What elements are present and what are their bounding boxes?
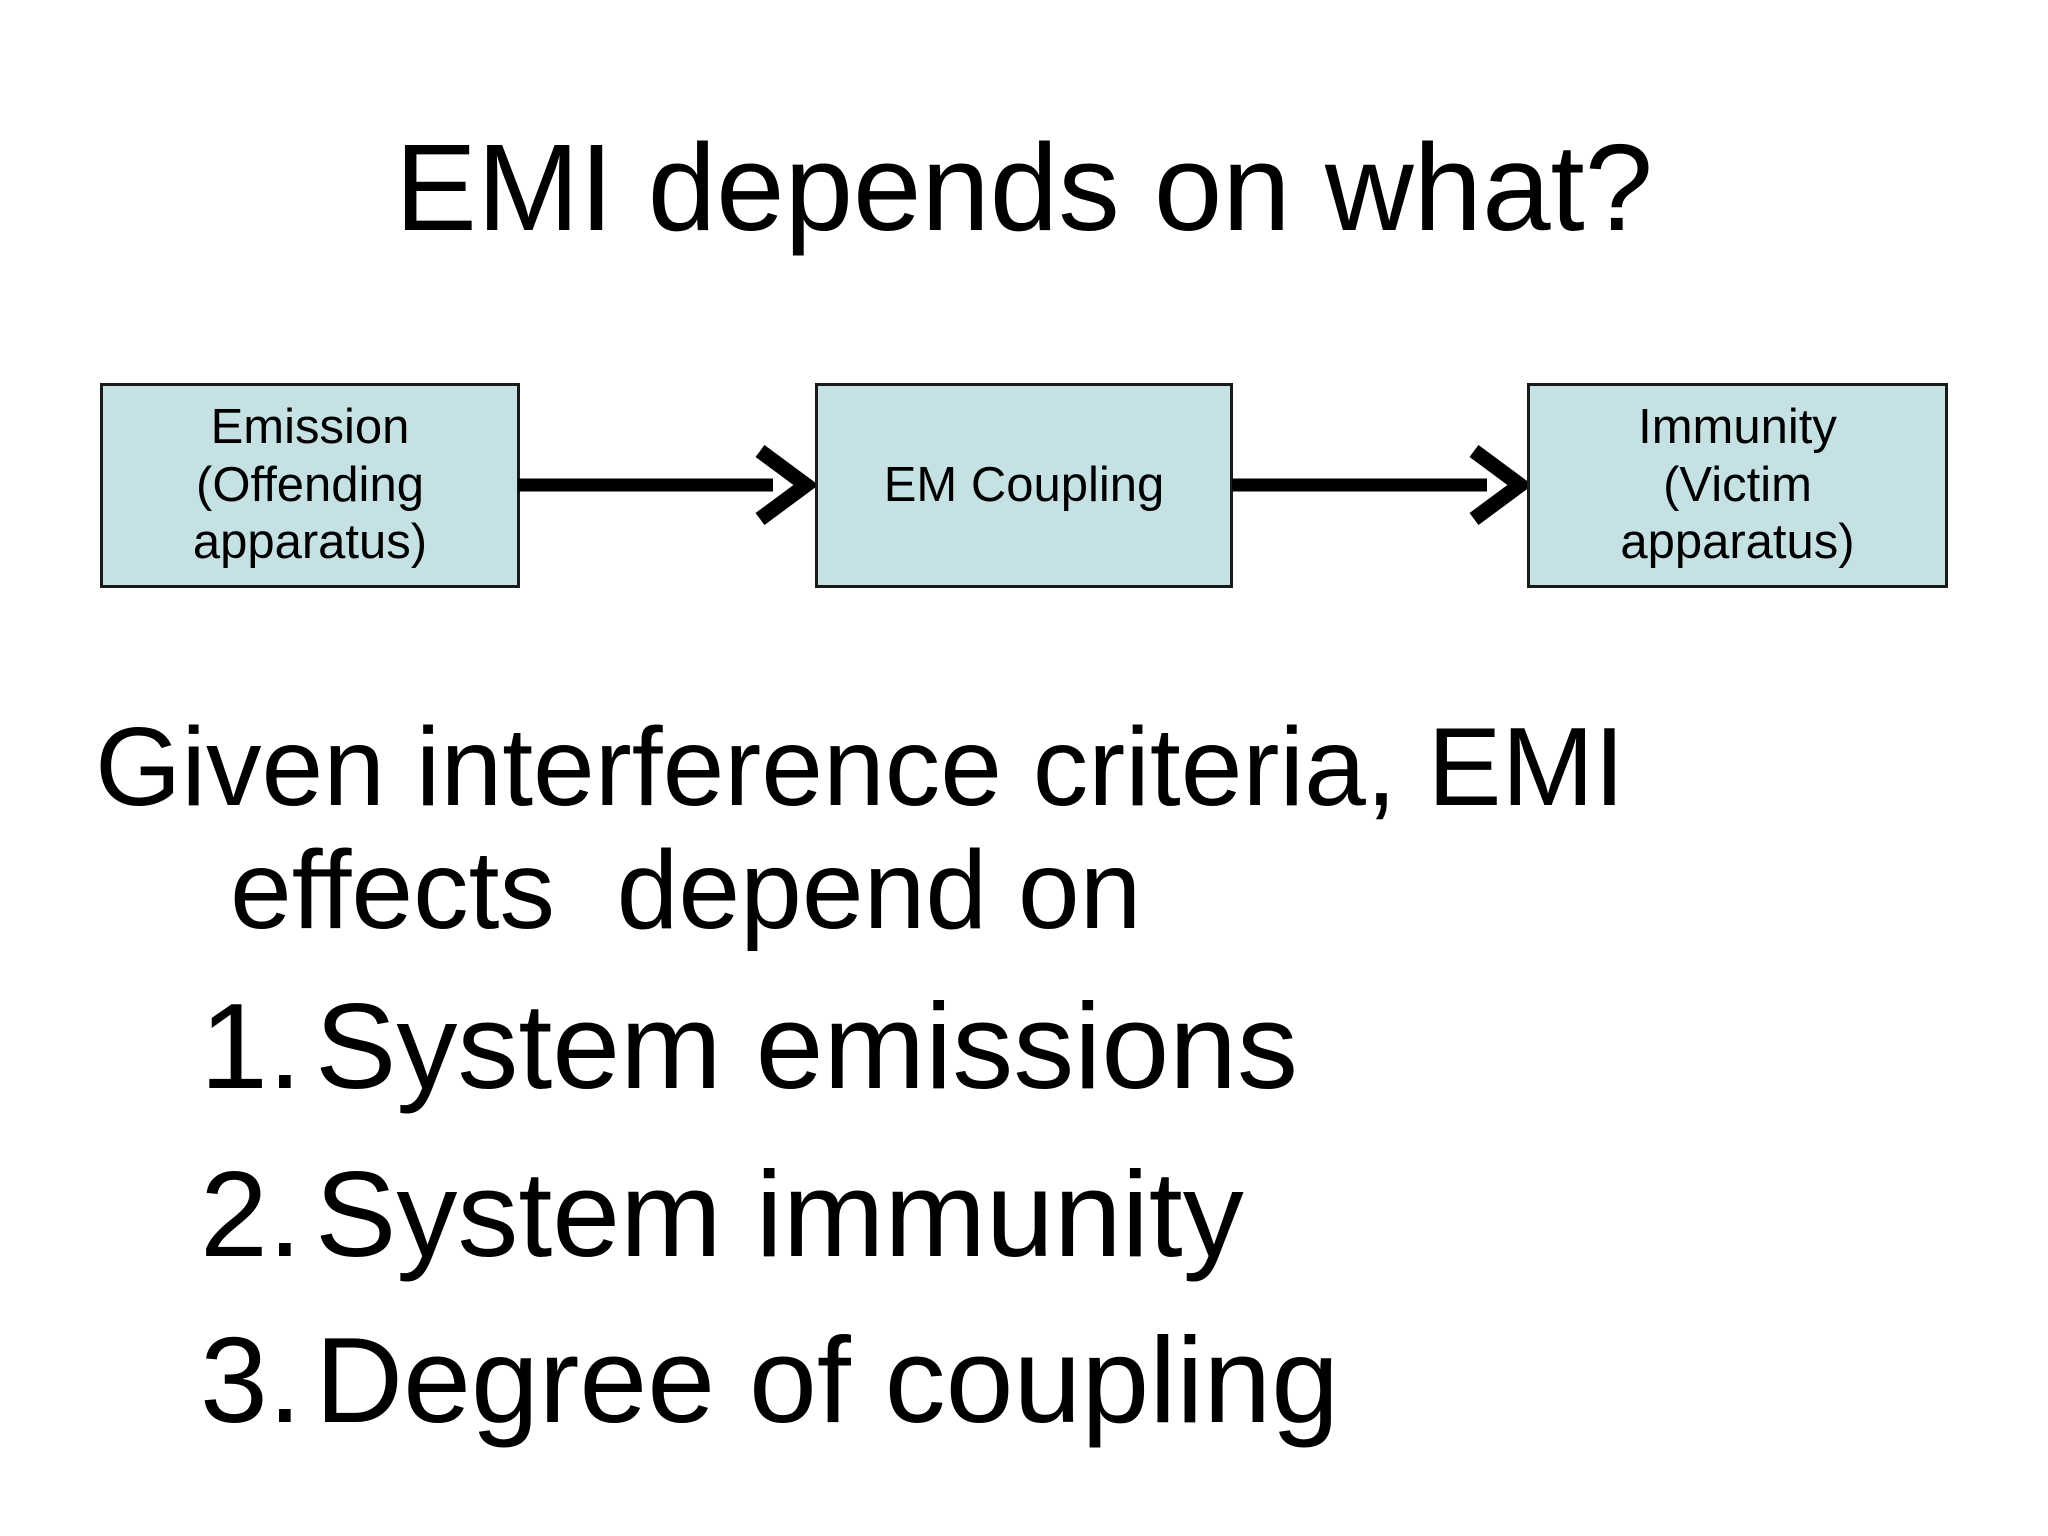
body-text-line-2: effects depend on bbox=[230, 828, 1142, 952]
flow-box-emission: Emission (Offending apparatus) bbox=[100, 383, 520, 588]
flow-box-coupling: EM Coupling bbox=[815, 383, 1233, 588]
list-item-number: 2. bbox=[200, 1146, 302, 1282]
emi-flow-diagram: Emission (Offending apparatus) EM Coupli… bbox=[0, 370, 2048, 610]
list-item: 3.Degree of coupling bbox=[200, 1319, 1339, 1441]
right-arrow-icon bbox=[1232, 445, 1529, 525]
list-item-text: Degree of coupling bbox=[315, 1312, 1340, 1448]
flow-box-immunity-line-2: (Victim bbox=[1663, 457, 1812, 512]
flow-box-immunity: Immunity (Victim apparatus) bbox=[1527, 383, 1948, 588]
page-title: EMI depends on what? bbox=[394, 120, 1654, 257]
list-item-number: 3. bbox=[200, 1312, 302, 1448]
flow-box-immunity-line-1: Immunity bbox=[1638, 399, 1837, 454]
body-text-line-1: Given interference criteria, EMI bbox=[95, 705, 1625, 829]
list-item-text: System immunity bbox=[315, 1146, 1244, 1282]
list-item: 2.System immunity bbox=[200, 1153, 1244, 1275]
flow-box-emission-line-3: apparatus) bbox=[192, 515, 428, 570]
flow-box-emission-line-1: Emission bbox=[210, 399, 410, 454]
right-arrow-icon bbox=[518, 445, 815, 525]
flow-box-emission-line-2: (Offending bbox=[196, 457, 424, 512]
flow-box-coupling-line-1: EM Coupling bbox=[883, 457, 1165, 512]
flow-box-immunity-line-3: apparatus) bbox=[1620, 515, 1855, 570]
list-item: 1.System emissions bbox=[200, 985, 1298, 1107]
list-item-number: 1. bbox=[200, 978, 302, 1114]
list-item-text: System emissions bbox=[315, 978, 1299, 1114]
